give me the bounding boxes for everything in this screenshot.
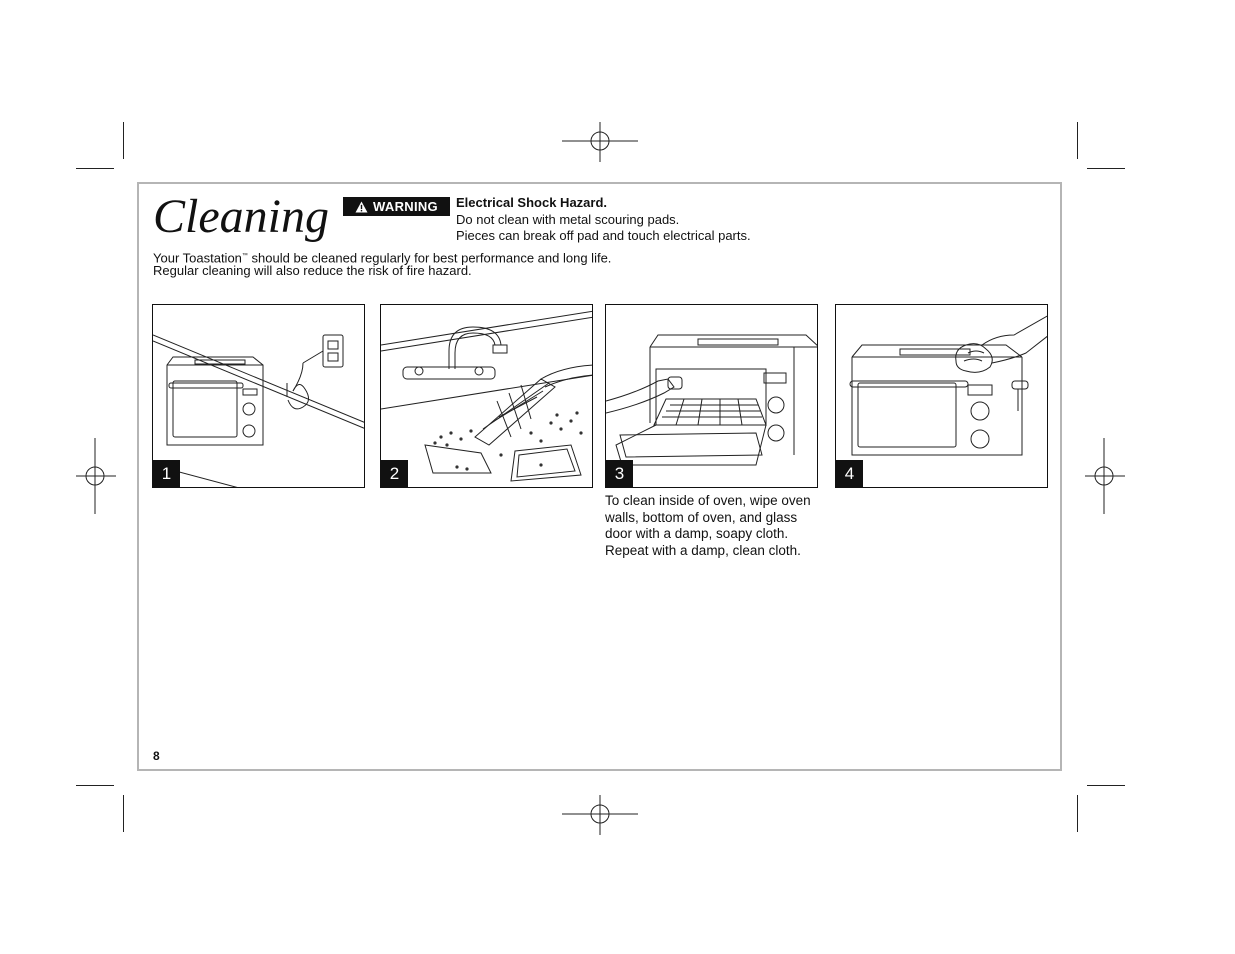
warning-label: WARNING <box>373 199 438 214</box>
warning-triangle-icon <box>355 201 368 212</box>
page-title: Cleaning <box>153 190 329 243</box>
trademark-symbol: ™ <box>241 253 248 259</box>
page-frame <box>137 182 1062 771</box>
intro-text: should be cleaned regularly for best per… <box>247 250 612 266</box>
page-number: 8 <box>153 749 160 763</box>
step-number: 1 <box>153 460 180 487</box>
sink-rack-drawing <box>381 310 592 482</box>
oven-interior-drawing <box>606 334 817 466</box>
intro-text: Your Toastation <box>153 250 242 266</box>
step-1-illustration: 1 <box>152 304 365 488</box>
crosshair-icon <box>562 795 638 835</box>
warning-heading: Electrical Shock Hazard. <box>456 195 608 210</box>
toaster-wipe-drawing <box>849 315 1047 456</box>
crosshair-icon <box>76 438 116 514</box>
step-2-illustration: 2 <box>380 304 593 488</box>
intro-line-2: Regular cleaning will also reduce the ri… <box>153 263 472 278</box>
warning-line: Pieces can break off pad and touch elect… <box>456 228 751 243</box>
step-number: 3 <box>606 460 633 487</box>
crosshair-icon <box>562 122 638 162</box>
toaster-unplug-drawing <box>153 334 364 487</box>
step-3-illustration: 3 <box>605 304 818 488</box>
intro-line-1: Your Toastation™ should be cleaned regul… <box>153 248 611 266</box>
warning-line: Do not clean with metal scouring pads. <box>456 212 680 227</box>
step-number: 2 <box>381 460 408 487</box>
step-4-illustration: 4 <box>835 304 1048 488</box>
warning-badge: WARNING <box>343 197 450 216</box>
step-number: 4 <box>836 460 863 487</box>
step-3-caption: To clean inside of oven, wipe oven walls… <box>605 493 811 558</box>
crosshair-icon <box>1085 438 1125 514</box>
